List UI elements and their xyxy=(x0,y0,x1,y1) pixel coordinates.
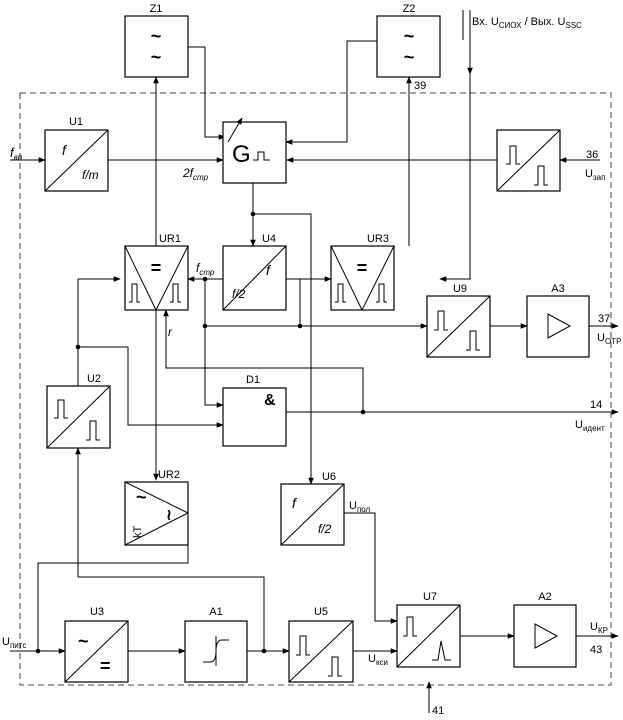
block-u6: U6 f f/2 xyxy=(280,471,345,546)
svg-text:U5: U5 xyxy=(314,606,328,618)
svg-text:~: ~ xyxy=(151,26,162,46)
terminal-37: 37 xyxy=(598,313,610,325)
svg-text:f/m: f/m xyxy=(82,168,99,182)
svg-text:~: ~ xyxy=(151,47,162,67)
label-u-ident: Uидент xyxy=(575,419,605,433)
block-g-generator: G xyxy=(222,117,287,184)
svg-text:&: & xyxy=(264,392,276,409)
block-u4: U4 f f/2 xyxy=(222,233,287,311)
svg-text:U1: U1 xyxy=(69,116,83,128)
block-u2: U2 xyxy=(46,373,111,449)
label-u-otr: UОТР xyxy=(597,332,621,346)
block-a2: A2 xyxy=(513,591,577,668)
block-a1: A1 xyxy=(184,606,248,683)
label-u-kr: UКР xyxy=(590,621,608,635)
label-u-kci: Uкси xyxy=(368,653,388,667)
block-ur2: UR2 ~ ≀ kT xyxy=(124,469,189,546)
block-a3: A3 xyxy=(526,283,590,358)
block-u7: U7 xyxy=(396,591,461,668)
terminal-39: 39 xyxy=(414,80,426,92)
block-ur1: UR1 = xyxy=(124,233,189,311)
svg-text:U4: U4 xyxy=(262,233,276,245)
svg-text:U3: U3 xyxy=(90,606,104,618)
svg-text:~: ~ xyxy=(404,26,415,46)
svg-text:=: = xyxy=(100,656,111,676)
signal-labels: fвп 2fстр fстр r 36 Uзап 39 37 UОТР 14 U… xyxy=(2,16,621,717)
svg-text:kT: kT xyxy=(132,526,144,539)
svg-text:A2: A2 xyxy=(538,591,551,603)
label-f-str: fстр xyxy=(196,261,215,277)
svg-text:UR1: UR1 xyxy=(159,233,181,245)
label-2f-str: 2fстр xyxy=(182,166,209,182)
label-u-zap: Uзап xyxy=(585,168,605,182)
svg-text:f/2: f/2 xyxy=(232,287,246,301)
svg-text:f: f xyxy=(292,495,298,511)
block-u5: U5 xyxy=(288,606,354,683)
terminal-43: 43 xyxy=(590,644,602,656)
svg-text:f: f xyxy=(62,142,68,158)
device-boundary xyxy=(19,92,612,686)
block-u9: U9 xyxy=(426,283,491,358)
label-r: r xyxy=(168,325,173,339)
label-u-pol: Uпол xyxy=(349,500,371,514)
svg-text:f/2: f/2 xyxy=(318,522,332,536)
svg-text:Z1: Z1 xyxy=(150,3,163,15)
svg-text:A1: A1 xyxy=(209,606,222,618)
block-d1: D1 & xyxy=(222,374,287,447)
svg-text:=: = xyxy=(151,258,162,278)
svg-text:U7: U7 xyxy=(423,591,437,603)
svg-text:Z2: Z2 xyxy=(403,3,416,15)
svg-text:f: f xyxy=(266,262,272,278)
block-pulse-shaper xyxy=(496,129,561,192)
svg-text:~: ~ xyxy=(136,487,147,507)
svg-text:~: ~ xyxy=(404,47,415,67)
svg-text:G: G xyxy=(232,141,251,168)
block-u3: U3 ~ = xyxy=(64,606,129,683)
svg-text:U9: U9 xyxy=(453,283,467,295)
block-ur3: UR3 = xyxy=(330,233,395,311)
terminal-14: 14 xyxy=(590,399,602,411)
svg-text:UR3: UR3 xyxy=(367,233,389,245)
block-u1: U1 f f/m xyxy=(44,116,109,192)
svg-text:UR2: UR2 xyxy=(158,469,180,481)
svg-text:U2: U2 xyxy=(87,373,101,385)
junction-dots xyxy=(35,211,366,654)
svg-text:=: = xyxy=(357,258,368,278)
svg-text:A3: A3 xyxy=(551,283,564,295)
label-u-pitc: Uпитс xyxy=(2,636,26,650)
terminal-41: 41 xyxy=(432,705,444,717)
label-io: Вх. UСИОХ / Вых. USSC xyxy=(472,16,582,30)
svg-text:≀: ≀ xyxy=(166,507,172,524)
block-z2: Z2 ~ ~ xyxy=(376,3,441,78)
svg-text:U6: U6 xyxy=(322,471,336,483)
svg-text:D1: D1 xyxy=(246,374,260,386)
terminal-36: 36 xyxy=(586,149,598,161)
svg-text:~: ~ xyxy=(78,631,89,651)
block-z1: Z1 ~ ~ xyxy=(124,3,189,78)
label-f-in: fвп xyxy=(10,145,23,162)
